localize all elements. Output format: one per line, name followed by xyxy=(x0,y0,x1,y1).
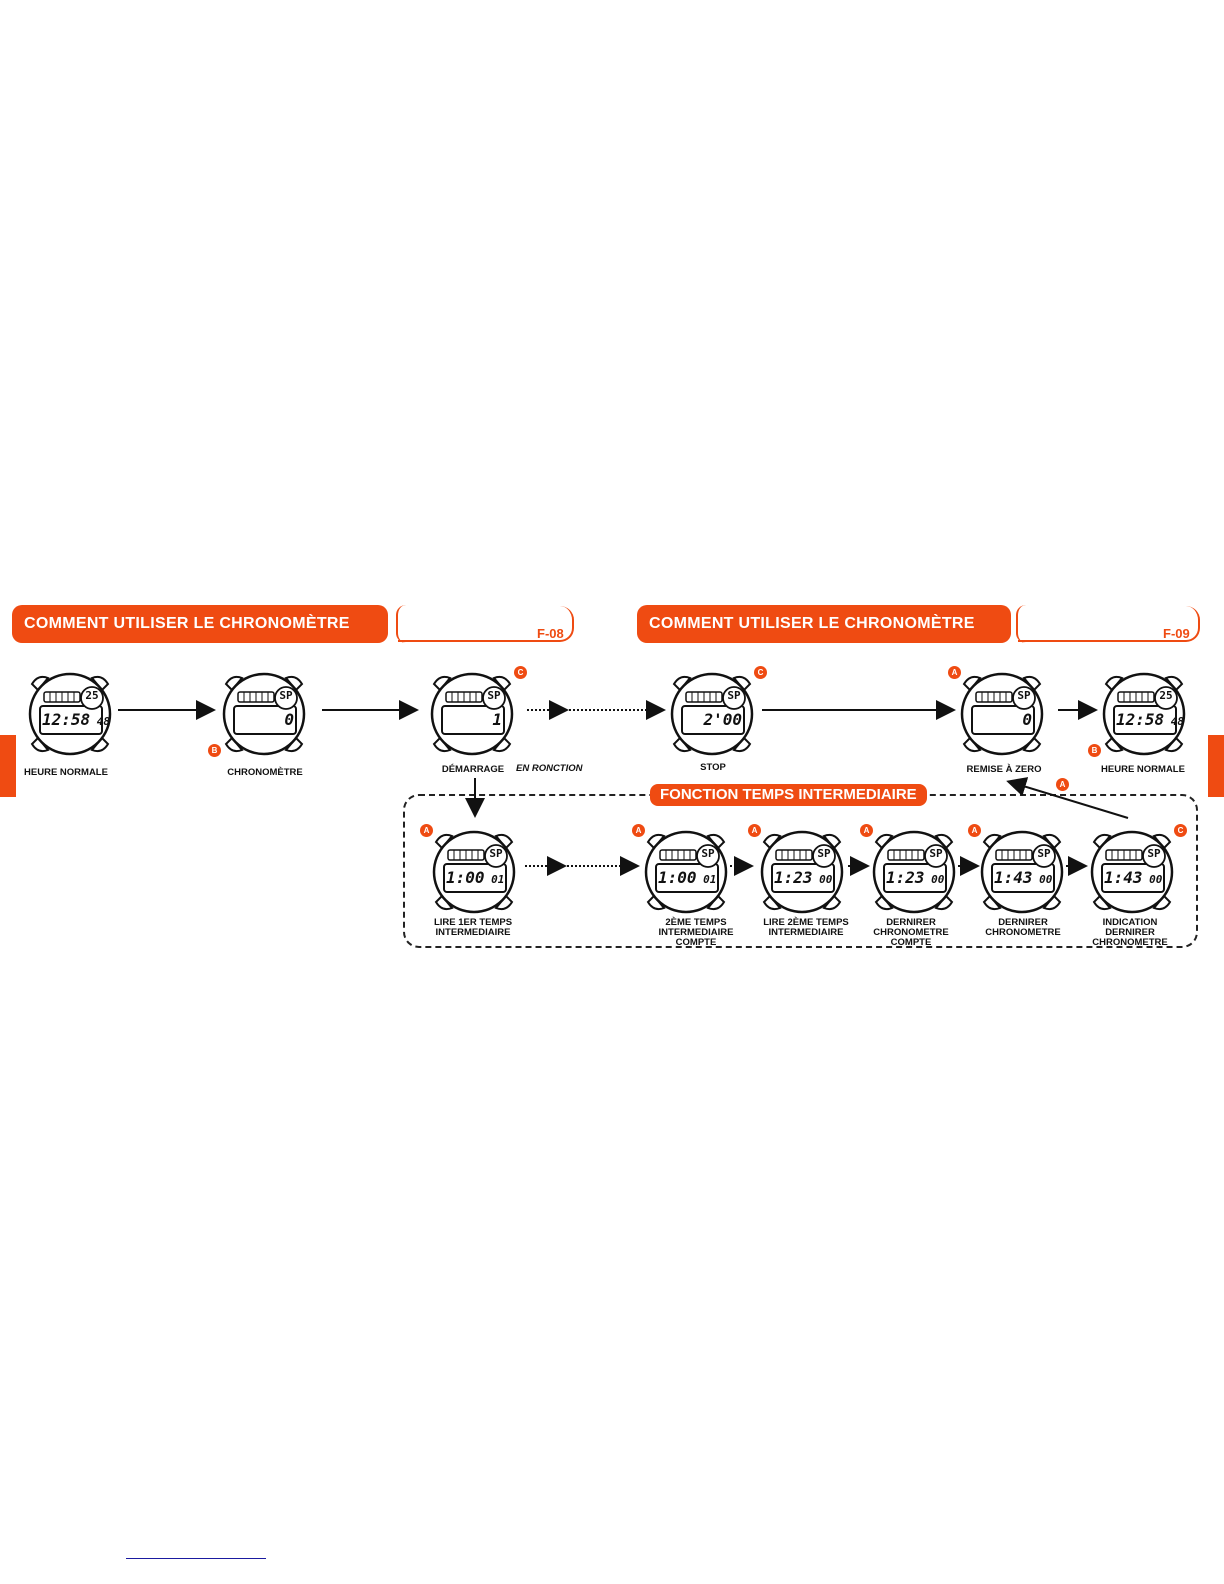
page-number-left: F-08 xyxy=(537,626,564,641)
top-label-4: STOP xyxy=(700,762,726,773)
top-button-c-3: C xyxy=(514,666,527,679)
watch-display: 1:43 00 xyxy=(1104,868,1163,887)
split-button-a-3: A xyxy=(748,824,761,837)
watch-display: 0 xyxy=(284,710,294,729)
top-watch-4: SP 2'00 xyxy=(666,668,758,760)
watch-mode-indicator: SP xyxy=(1037,847,1051,860)
header-banner-left: COMMENT UTILISER LE CHRONOMÈTRE xyxy=(12,605,388,643)
split-time-title: FONCTION TEMPS INTERMEDIAIRE xyxy=(650,784,927,806)
top-label-3: DÉMARRAGE xyxy=(441,764,505,775)
watch-display: 12:58 48 xyxy=(1116,710,1185,729)
watch-mode-indicator: SP xyxy=(727,689,741,702)
watch-display: 1:23 00 xyxy=(774,868,833,887)
split-button-a-5: A xyxy=(968,824,981,837)
return-button-a: A xyxy=(1056,778,1069,791)
running-note: EN RONCTION xyxy=(516,763,583,774)
watch-mode-indicator: SP xyxy=(489,847,503,860)
side-tab-left xyxy=(0,735,16,797)
watch-mode-indicator: SP xyxy=(701,847,715,860)
arrow-return xyxy=(1006,777,1129,819)
watch-mode-indicator: SP xyxy=(929,847,943,860)
watch-display: 1 xyxy=(492,710,502,729)
watch-display: 2'00 xyxy=(703,710,742,729)
watch-display: 0 xyxy=(1022,710,1032,729)
watch-display: 1:43 00 xyxy=(994,868,1053,887)
page-bracket-left xyxy=(398,606,574,642)
watch-display: 1:00 01 xyxy=(658,868,717,887)
split-button-c-6: C xyxy=(1174,824,1187,837)
top-watch-1: 25 12:58 48 xyxy=(24,668,116,760)
top-label-2: CHRONOMÈTRE xyxy=(227,767,303,778)
side-tab-right xyxy=(1208,735,1224,797)
split-watch-6: SP 1:43 00 xyxy=(1086,826,1178,918)
top-button-a-5: A xyxy=(948,666,961,679)
top-watch-2: SP 0 xyxy=(218,668,310,760)
page-bracket-right-start xyxy=(1016,605,1026,643)
top-label-1: HEURE NORMALE xyxy=(24,767,108,778)
watch-mode-indicator: 25 xyxy=(1159,689,1173,702)
watch-display: 12:58 48 xyxy=(42,710,111,729)
watch-mode-indicator: SP xyxy=(279,689,293,702)
watch-display: 1:00 01 xyxy=(446,868,505,887)
watch-mode-indicator: SP xyxy=(817,847,831,860)
top-watch-5: SP 0 xyxy=(956,668,1048,760)
top-watch-3: SP 1 xyxy=(426,668,518,760)
top-watch-6: 25 12:58 48 xyxy=(1098,668,1190,760)
top-label-6: HEURE NORMALE xyxy=(1101,764,1185,775)
split-button-a-1: A xyxy=(420,824,433,837)
top-button-c-4: C xyxy=(754,666,767,679)
split-watch-1: SP 1:00 01 xyxy=(428,826,520,918)
watch-mode-indicator: SP xyxy=(1017,689,1031,702)
page-number-right: F-09 xyxy=(1163,626,1190,641)
top-label-5: REMISE À ZERO xyxy=(966,764,1042,775)
top-button-b-6: B xyxy=(1088,744,1101,757)
split-button-a-4: A xyxy=(860,824,873,837)
watch-mode-indicator: SP xyxy=(1147,847,1161,860)
split-watch-5: SP 1:43 00 xyxy=(976,826,1068,918)
split-watch-2: SP 1:00 01 xyxy=(640,826,732,918)
split-button-a-2: A xyxy=(632,824,645,837)
page-bracket-right xyxy=(1018,606,1200,642)
split-watch-4: SP 1:23 00 xyxy=(868,826,960,918)
split-watch-3: SP 1:23 00 xyxy=(756,826,848,918)
top-button-b-2: B xyxy=(208,744,221,757)
header-banner-right: COMMENT UTILISER LE CHRONOMÈTRE xyxy=(637,605,1011,643)
footer-line xyxy=(126,1558,266,1559)
watch-display: 1:23 00 xyxy=(886,868,945,887)
page-bracket-left-start xyxy=(396,605,406,643)
watch-mode-indicator: SP xyxy=(487,689,501,702)
watch-mode-indicator: 25 xyxy=(85,689,99,702)
